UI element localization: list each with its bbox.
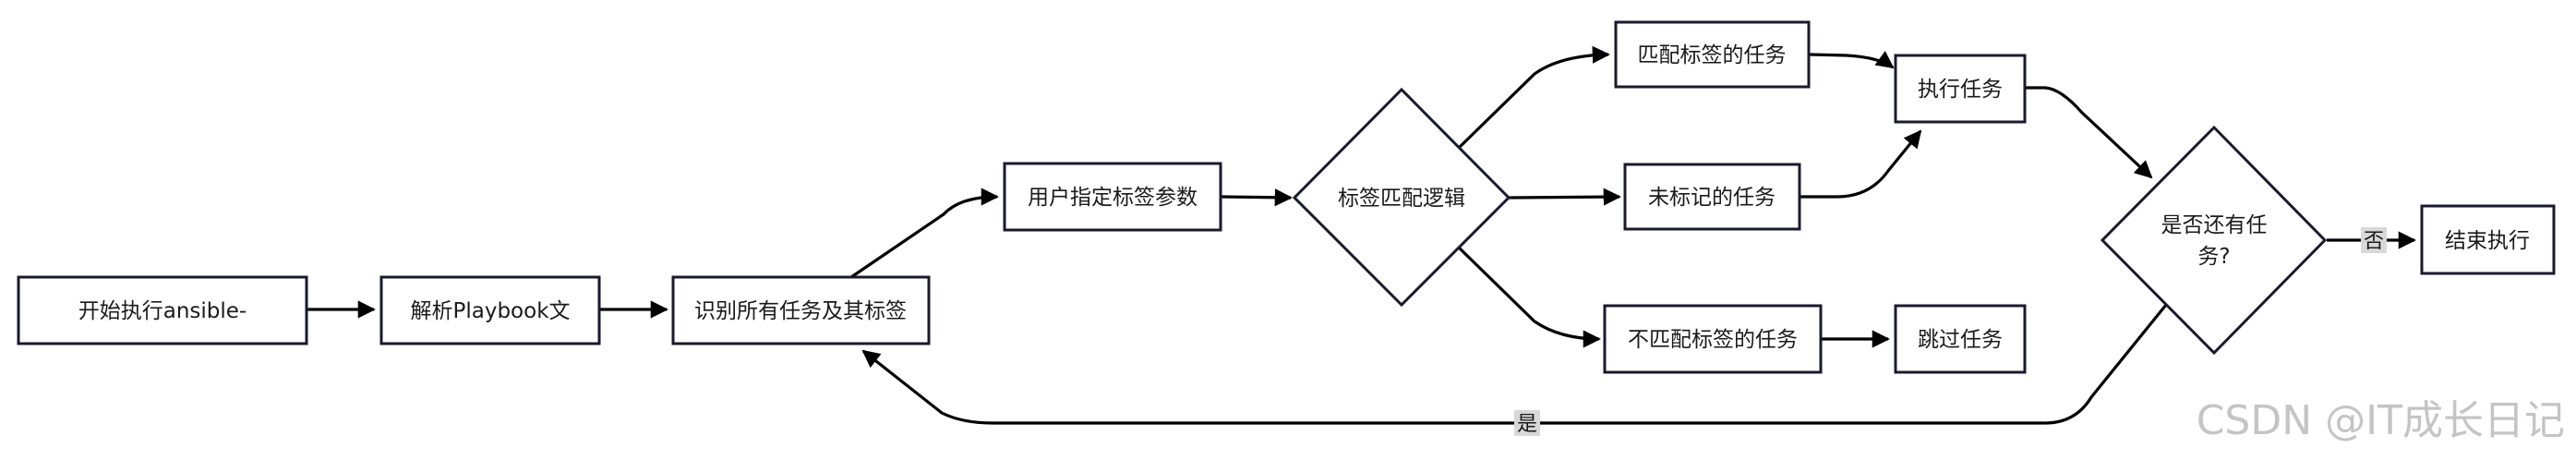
node-end-label: 结束执行 [2445,229,2530,253]
node-more-tasks [2100,125,2328,356]
node-logic [1292,87,1511,308]
edge-label-no: 否 [2364,230,2384,253]
node-execute [1894,54,2027,124]
edge-logic-unmatched [1457,246,1601,348]
node-start [17,275,308,345]
node-user-tags [1003,162,1222,232]
edge-logic-matched [1457,45,1610,150]
node-identify [671,275,931,345]
edge-usertags-logic [1221,188,1293,207]
node-untagged-label: 未标记的任务 [1648,186,1776,210]
edge-logic-untagged [1508,188,1621,206]
node-user-tags-label: 用户指定标签参数 [1028,186,1198,210]
node-parse [379,275,601,345]
node-execute-label: 执行任务 [1918,78,2003,102]
node-skip-label: 跳过任务 [1918,328,2003,352]
node-skip [1894,304,2027,374]
node-end [2420,204,2556,275]
node-more-tasks-label-1: 是否还有任 [2161,213,2268,237]
edge-label-yes: 是 [1517,413,1537,436]
node-matched [1614,20,1811,89]
node-unmatched-label: 不匹配标签的任务 [1628,328,1798,352]
edge-identify-usertags [850,188,999,279]
edge-matched-execute [1809,51,1895,69]
node-identify-label: 识别所有任务及其标签 [694,299,907,323]
node-start-label: 开始执行ansible- [78,299,247,323]
node-matched-label: 匹配标签的任务 [1638,43,1787,67]
node-unmatched [1603,304,1823,374]
edge-label-yes-bg [1514,410,1540,436]
edge-label-no-bg [2361,227,2387,253]
watermark: CSDN @IT成长日记 [2197,397,2565,444]
edge-execute-more [2026,86,2153,179]
node-logic-label: 标签匹配逻辑 [1338,187,1465,211]
node-parse-label: 解析Playbook文 [410,299,570,323]
node-more-tasks-label-2: 务? [2197,245,2230,269]
node-untagged [1623,163,1801,231]
edge-untagged-execute [1800,129,1922,199]
